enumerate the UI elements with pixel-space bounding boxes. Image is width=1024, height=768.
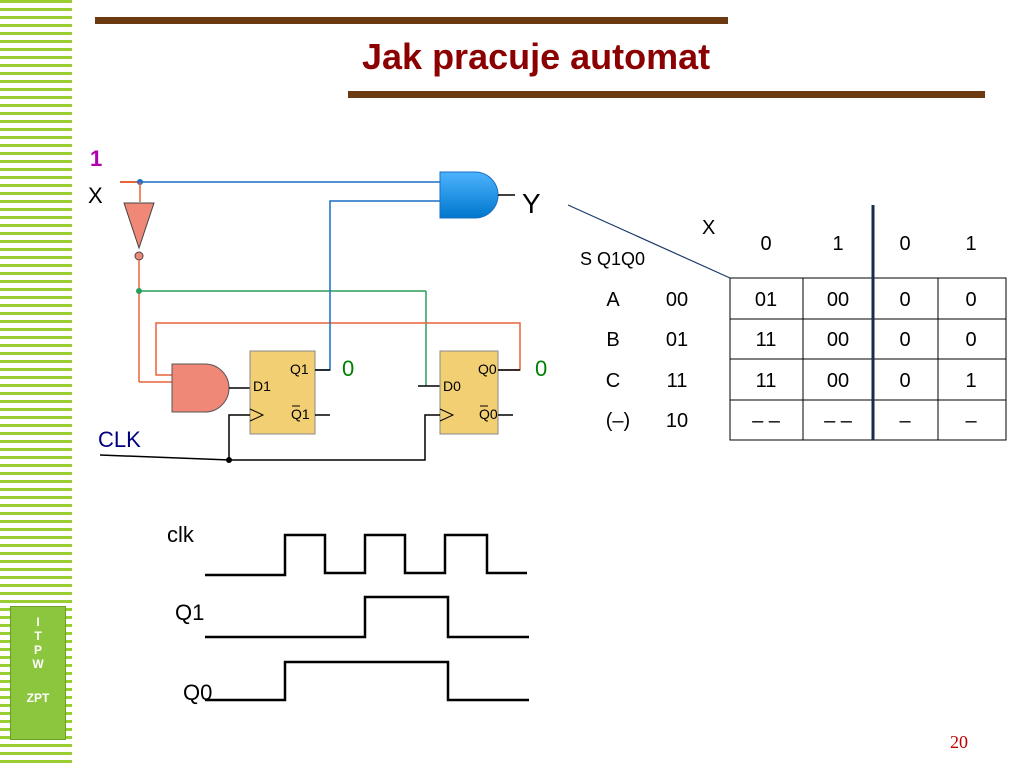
- table-x-header: X: [702, 217, 715, 239]
- clk-label: CLK: [98, 427, 141, 452]
- ff0-d-label: D0: [443, 378, 461, 394]
- inverter-bubble: [134, 251, 144, 261]
- table-row: C 11 11 00 0 1: [606, 370, 977, 392]
- row-cell: –: [965, 410, 977, 432]
- table-x-value: 0: [760, 233, 771, 255]
- input-one-label: 1: [90, 146, 102, 171]
- title-bar-top: [95, 17, 728, 24]
- slide-title: Jak pracuje automat: [362, 36, 711, 77]
- q1-value: 0: [342, 356, 354, 381]
- table-row: A 00 01 00 0 0: [606, 289, 976, 311]
- ff1-qn-label: Q1: [291, 406, 310, 422]
- table-x-value: 1: [965, 233, 976, 255]
- q1-waveform: [205, 595, 529, 639]
- q0-waveform: [205, 660, 529, 702]
- timing-q1-label: Q1: [175, 600, 204, 625]
- table-x-values: 0 1 0 1: [760, 233, 976, 255]
- table-x-value: 1: [832, 233, 843, 255]
- row-cell: 0: [965, 329, 976, 351]
- row-state: (–): [606, 410, 630, 432]
- flipflop-q1: [249, 350, 316, 435]
- row-cell: –: [899, 410, 911, 432]
- ff1-d-label: D1: [253, 378, 271, 394]
- row-cell: 00: [827, 289, 849, 311]
- row-state: A: [606, 289, 620, 311]
- table-row: (–) 10 – – – – – –: [606, 410, 978, 432]
- row-code: 11: [667, 370, 688, 392]
- row-cell: 01: [755, 289, 777, 311]
- logo-letter: P: [33, 643, 42, 657]
- row-cell: 11: [756, 370, 777, 392]
- row-state: B: [606, 329, 619, 351]
- and-gate-feedback: [171, 363, 230, 413]
- ff0-clk-triangle: [439, 408, 455, 422]
- logo-subtitle: ZPT: [26, 691, 50, 705]
- row-cell: 00: [827, 370, 849, 392]
- sidebar-stripes: I T P W ZPT: [0, 0, 72, 768]
- logo-letter: T: [34, 629, 42, 643]
- row-code: 10: [666, 410, 688, 432]
- row-code: 00: [666, 289, 688, 311]
- table-x-value: 0: [899, 233, 910, 255]
- logo-letter: I: [36, 615, 40, 629]
- q0-value: 0: [535, 356, 547, 381]
- wire-q1-to-and: [315, 200, 440, 371]
- clk-waveform: [205, 533, 527, 577]
- row-cell: 0: [899, 370, 910, 392]
- wire-clk: [99, 414, 440, 461]
- row-cell: 00: [827, 329, 849, 351]
- logo-letter: W: [32, 657, 44, 671]
- ff0-q-label: Q0: [478, 361, 497, 377]
- y-to-table-connector: [567, 204, 731, 279]
- ff1-clk-triangle: [249, 408, 265, 422]
- row-cell: 1: [965, 370, 976, 392]
- inverter-gate: [123, 202, 155, 250]
- itpw-logo: I T P W ZPT: [10, 606, 66, 740]
- input-x-label: X: [88, 183, 103, 208]
- wire-clk-ff1: [228, 414, 250, 460]
- ff1-q-label: Q1: [290, 361, 309, 377]
- junction-notx: [136, 288, 142, 294]
- row-cell: 0: [965, 289, 976, 311]
- timing-clk-label: clk: [167, 522, 195, 547]
- row-cell: 11: [756, 329, 777, 351]
- output-y-label: Y: [522, 188, 541, 219]
- table-row: B 01 11 00 0 0: [606, 329, 976, 351]
- row-cell: 0: [899, 329, 910, 351]
- title-bar-bottom: [348, 91, 985, 98]
- and-gate-output: [439, 171, 499, 219]
- row-code: 01: [666, 329, 688, 351]
- ff0-qn-label: Q0: [479, 406, 498, 422]
- row-cell: – –: [824, 410, 853, 432]
- table-state-header: S Q1Q0: [580, 249, 645, 269]
- junction-clk: [226, 457, 232, 463]
- row-cell: 0: [899, 289, 910, 311]
- flipflop-q0: [439, 350, 499, 435]
- page-number: 20: [950, 732, 968, 752]
- row-state: C: [606, 370, 620, 392]
- row-cell: – –: [752, 410, 781, 432]
